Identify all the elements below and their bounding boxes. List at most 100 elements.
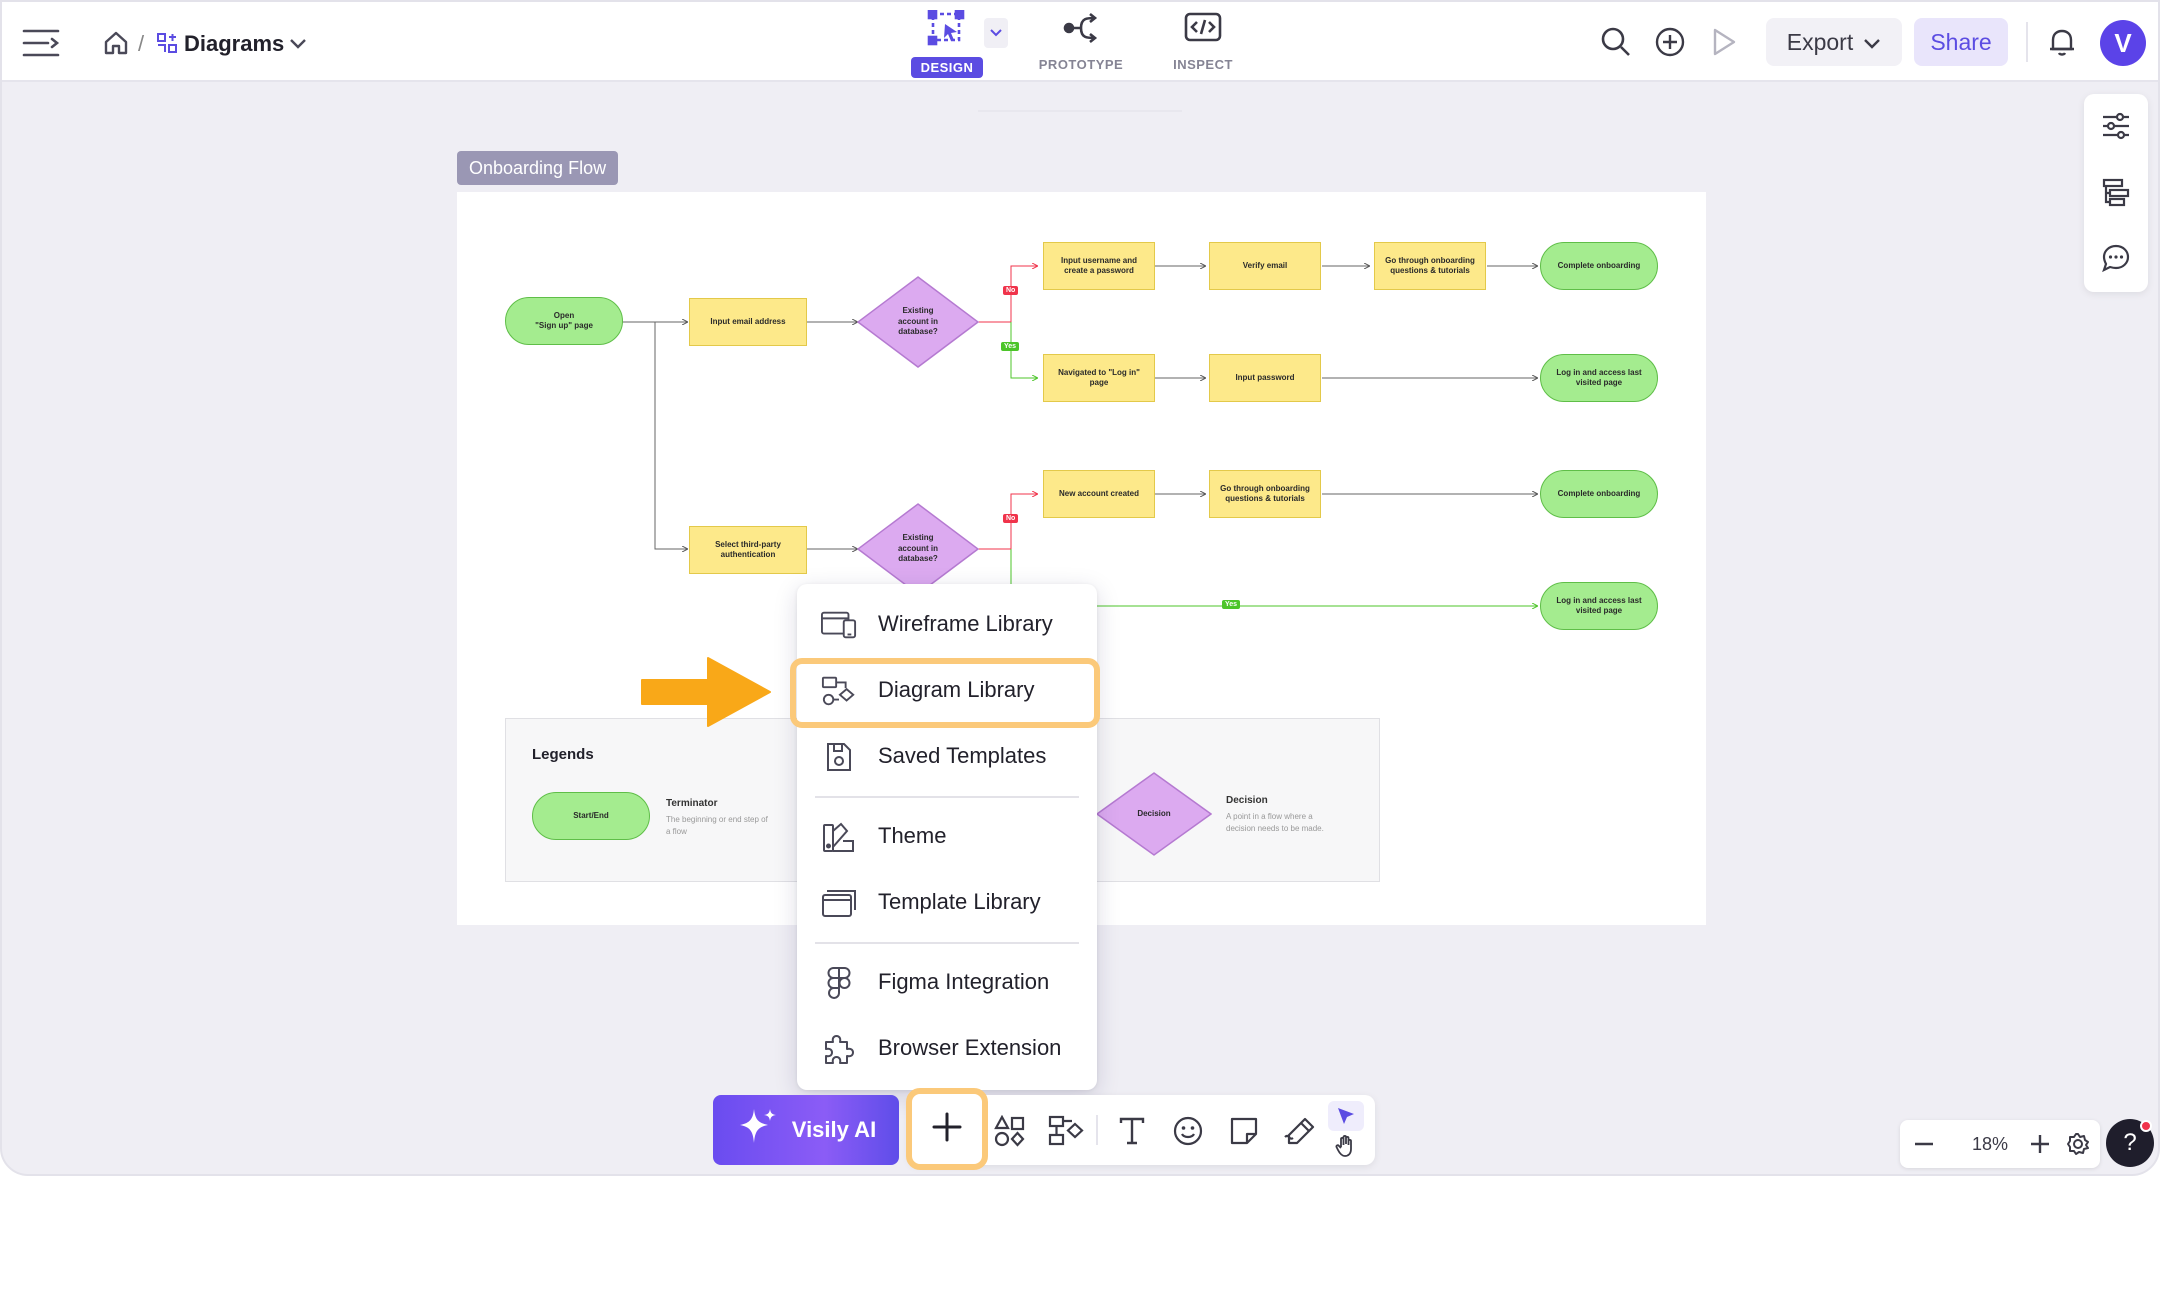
flow-decision-text: Existing account in database? <box>897 306 938 337</box>
add-circle-icon[interactable] <box>1652 24 1688 60</box>
notification-dot <box>2140 1120 2152 1132</box>
flow-decision-node[interactable]: Existing account in database? <box>856 503 980 595</box>
flow-complete-node[interactable]: Complete onboarding <box>1540 470 1658 518</box>
menu-item-label: Figma Integration <box>878 969 1050 994</box>
share-button[interactable]: Share <box>1914 18 2008 66</box>
flow-tutorials-node[interactable]: Go through onboarding questions & tutori… <box>1209 470 1321 518</box>
legend-title: Legends <box>532 746 594 763</box>
menu-item-saved-templates[interactable]: Saved Templates <box>797 728 1097 784</box>
flow-login-node[interactable]: Log in and access last visited page <box>1540 354 1658 402</box>
zoom-out-icon[interactable] <box>1910 1130 1938 1158</box>
menu-item-label: Template Library <box>878 889 1041 914</box>
tab-prototype[interactable]: PROTOTYPE <box>1026 10 1136 76</box>
settings-gear-icon[interactable] <box>2064 1130 2092 1158</box>
prototype-icon <box>1061 10 1101 51</box>
legend-terminator-desc: The beginning or end step of a flow <box>666 815 768 836</box>
breadcrumb-current[interactable]: Diagrams <box>184 31 285 56</box>
swatch-icon <box>821 822 857 852</box>
flow-new-account-node[interactable]: New account created <box>1043 470 1155 518</box>
home-icon[interactable] <box>100 26 132 60</box>
menu-item-diagram-library[interactable]: Diagram Library <box>797 662 1097 718</box>
flow-complete-node[interactable]: Complete onboarding <box>1540 242 1658 290</box>
export-label: Export <box>1786 28 1854 55</box>
avatar[interactable]: V <box>2100 20 2146 66</box>
no-tag: No <box>1003 286 1019 295</box>
flow-tutorials-node[interactable]: Go through onboarding questions & tutori… <box>1374 242 1486 290</box>
shapes-icon[interactable] <box>988 1109 1032 1153</box>
flow-shapes-icon[interactable] <box>1044 1109 1088 1153</box>
canvas-divider <box>978 110 1182 112</box>
menu-toggle-icon[interactable] <box>20 22 62 64</box>
add-button[interactable] <box>906 1088 988 1170</box>
visily-ai-button[interactable]: Visily AI <box>713 1095 899 1165</box>
breadcrumb-separator: / <box>138 31 145 56</box>
yes-tag: Yes <box>1001 342 1020 351</box>
flow-decision-text: Existing account in database? <box>897 533 938 564</box>
frame-label[interactable]: Onboarding Flow <box>457 151 619 185</box>
flow-verify-email-node[interactable]: Verify email <box>1209 242 1321 290</box>
flow-login-node[interactable]: Log in and access last visited page <box>1540 582 1658 630</box>
menu-item-wireframe-library[interactable]: Wireframe Library <box>797 596 1097 652</box>
legend-decision-name: Decision <box>1226 795 1268 806</box>
devices-icon <box>821 610 857 640</box>
zoom-level[interactable]: 18% <box>1971 1133 2009 1154</box>
app-window: / Diagrams DESIGN PROTOTYPE <box>0 0 2160 1176</box>
tab-design[interactable]: DESIGN <box>892 9 1002 78</box>
legend-decision-label: Decision <box>1137 808 1171 818</box>
export-button[interactable]: Export <box>1766 18 1902 66</box>
design-dropdown-icon[interactable] <box>984 18 1008 48</box>
bell-icon[interactable] <box>2044 24 2080 60</box>
legend-decision-shape: Decision <box>1095 772 1213 856</box>
menu-item-label: Diagram Library <box>878 677 1035 702</box>
menu-item-template-library[interactable]: Template Library <box>797 874 1097 930</box>
play-icon[interactable] <box>1706 24 1742 60</box>
visily-ai-label: Visily AI <box>791 1117 877 1142</box>
sparkle-icon <box>736 1105 780 1155</box>
comment-icon[interactable] <box>2098 240 2134 276</box>
top-bar: / Diagrams DESIGN PROTOTYPE <box>2 2 2158 82</box>
sliders-icon[interactable] <box>2098 108 2134 144</box>
sticky-note-icon[interactable] <box>1222 1109 1266 1153</box>
flow-decision-node[interactable]: Existing account in database? <box>856 276 980 368</box>
plus-icon <box>930 1110 964 1149</box>
flow-third-party-node[interactable]: Select third-party authentication <box>689 526 807 574</box>
flow-navigated-login-node[interactable]: Navigated to "Log in" page <box>1043 354 1155 402</box>
pen-icon[interactable] <box>1278 1109 1322 1153</box>
tab-prototype-label: PROTOTYPE <box>1038 57 1124 72</box>
template-library-icon <box>821 888 857 918</box>
zoom-controls: 18% <box>1900 1120 2100 1168</box>
tab-inspect-label: INSPECT <box>1173 57 1233 72</box>
figma-icon <box>821 967 857 999</box>
menu-item-label: Wireframe Library <box>878 611 1053 636</box>
menu-item-browser-extension[interactable]: Browser Extension <box>797 1020 1097 1076</box>
search-icon[interactable] <box>1598 24 1634 60</box>
yes-tag: Yes <box>1222 600 1241 609</box>
zoom-in-icon[interactable] <box>2026 1130 2054 1158</box>
text-icon[interactable] <box>1110 1109 1154 1153</box>
layers-icon[interactable] <box>2098 174 2134 210</box>
flow-input-password-node[interactable]: Input password <box>1209 354 1321 402</box>
chevron-down-icon <box>1863 29 1881 56</box>
flow-input-email-node[interactable]: Input email address <box>689 298 807 346</box>
menu-separator <box>815 942 1079 944</box>
design-icon <box>927 9 967 51</box>
saved-template-icon <box>821 742 857 772</box>
menu-item-figma-integration[interactable]: Figma Integration <box>797 954 1097 1010</box>
menu-item-theme[interactable]: Theme <box>797 808 1097 864</box>
select-arrow-icon[interactable] <box>1328 1101 1364 1131</box>
pointer-arrow <box>638 652 778 732</box>
add-menu: Wireframe Library Diagram Library Saved … <box>797 584 1097 1090</box>
tab-inspect[interactable]: INSPECT <box>1148 10 1258 76</box>
puzzle-icon <box>821 1034 857 1064</box>
emoji-icon[interactable] <box>1166 1109 1210 1153</box>
menu-item-label: Browser Extension <box>878 1035 1062 1060</box>
flow-start-node[interactable]: Open "Sign up" page <box>505 297 623 345</box>
code-icon <box>1183 10 1223 51</box>
legend-terminator-shape: Start/End <box>532 792 650 840</box>
flow-input-username-node[interactable]: Input username and create a password <box>1043 242 1155 290</box>
chevron-down-icon[interactable] <box>286 32 310 56</box>
legend-terminator-name: Terminator <box>666 798 718 809</box>
diagram-shapes-icon <box>821 676 857 706</box>
hand-icon[interactable] <box>1328 1131 1364 1161</box>
no-tag: No <box>1003 514 1019 523</box>
